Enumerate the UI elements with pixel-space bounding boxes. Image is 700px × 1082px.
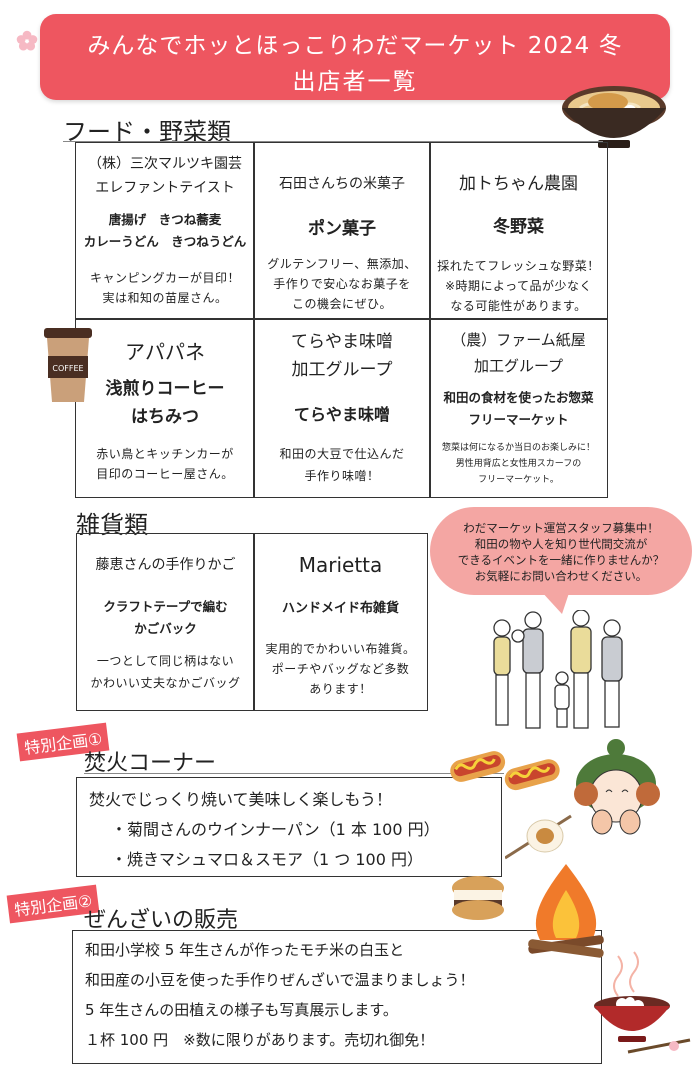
vendor-description: 手作り味噌！ <box>304 469 380 483</box>
svg-text:COFFEE: COFFEE <box>52 364 83 373</box>
vendor-product: 唐揚げ きつね蕎麦 <box>108 212 222 227</box>
vendor-product: はちみつ <box>131 407 199 427</box>
vendor-description: フリーマーケット。 <box>478 475 559 485</box>
special-heading: 焚火コーナー <box>84 751 217 776</box>
page-subtitle: 出店者一覧 <box>292 69 418 95</box>
special-box: 和田小学校 5 年生さんが作ったモチ米の白玉と 和田産の小豆を使った手作りぜんざ… <box>72 930 602 1064</box>
vendor-name: エレファントテイスト <box>95 180 235 196</box>
special-text: ・菊間さんのウインナーパン（1 本 100 円） <box>111 820 440 839</box>
vendor-description: 目印のコーヒー屋さん。 <box>96 467 234 481</box>
vendor-name: （農）ファーム紙屋 <box>451 331 586 349</box>
smore-icon <box>452 876 504 920</box>
bubble-text: わだマーケット運営スタッフ募集中！ <box>463 521 659 535</box>
vendor-card: 加トちゃん農園 冬野菜 採れたてフレッシュな野菜！ ※時期によって品が少なく な… <box>429 142 608 320</box>
vendor-card: 石田さんちの米菓子 ポン菓子 グルテンフリー、無添加、 手作りで安心なお菓子を … <box>253 142 431 320</box>
family-group-icon <box>493 610 623 729</box>
special-text: 焚火でじっくり焼いて美味しく楽しもう！ <box>89 790 393 809</box>
vendor-description: 一つとして同じ柄はない <box>96 654 235 668</box>
vendor-description: グルテンフリー、無添加、 <box>267 257 417 271</box>
vendor-description: 採れたてフレッシュな野菜！ <box>437 259 600 273</box>
vendor-card: アパパネ 浅煎りコーヒー はちみつ 赤い鳥とキッチンカーが 目印のコーヒー屋さん… <box>75 318 255 498</box>
bubble-text: お気軽にお問い合わせください。 <box>474 569 648 583</box>
vendor-card: （農）ファーム紙屋 加工グループ 和田の食材を使ったお惣菜 フリーマーケット 惣… <box>429 318 608 498</box>
page-title: みんなでホッとほっこりわだマーケット 2024 冬 <box>87 33 623 59</box>
zenzai-bowl-icon <box>594 951 691 1054</box>
title-banner: みんなでホッとほっこりわだマーケット 2024 冬 出店者一覧 <box>40 14 670 100</box>
vendor-description: あります！ <box>309 682 372 696</box>
special-text: 5 年生さんの田植えの様子も写真展示します。 <box>85 1001 398 1019</box>
bubble-text: できるイベントを一緒に作りませんか？ <box>457 553 665 567</box>
vendor-name: 加トちゃん農園 <box>459 174 578 194</box>
vendor-description: ポーチやバッグなど多数 <box>271 662 410 676</box>
bubble-text: 和田の物や人を知り世代間交流が <box>474 537 648 551</box>
vendor-card: 藤恵さんの手作りかご クラフトテープで編む かごバック 一つとして同じ柄はない … <box>76 533 255 711</box>
vendor-description: キャンピングカーが目印！ <box>89 271 240 285</box>
vendor-product: てらやま味噌 <box>293 405 390 424</box>
udon-bowl-icon <box>562 86 666 148</box>
special-text: 和田小学校 5 年生さんが作ったモチ米の白玉と <box>85 941 405 959</box>
vendor-description: 実は和知の苗屋さん。 <box>102 291 228 305</box>
vendor-description: 惣菜は何になるか当日のお楽しみに！ <box>441 443 595 453</box>
vendor-product: フリーマーケット <box>468 412 569 427</box>
vendor-description: なる可能性があります。 <box>450 299 587 313</box>
vendor-product: 和田の食材を使ったお惣菜 <box>443 390 594 405</box>
vendor-description: 男性用背広と女性用スカーフの <box>455 459 582 469</box>
vendor-name: 石田さんちの米菓子 <box>279 176 405 192</box>
special-text: ・焼きマシュマロ＆スモア（1 つ 100 円） <box>111 850 423 869</box>
vendor-description: 手作りで安心なお菓子を <box>273 277 411 291</box>
coffee-cup-icon: COFFEE <box>44 328 92 402</box>
vendor-name: 加工グループ <box>473 357 564 375</box>
cherry-blossom-icon <box>16 30 38 51</box>
vendor-product: 冬野菜 <box>493 217 544 237</box>
vendor-name: 加工グループ <box>291 360 393 380</box>
special-box: 焚火でじっくり焼いて美味しく楽しもう！ ・菊間さんのウインナーパン（1 本 10… <box>76 777 502 877</box>
vendor-card: てらやま味噌 加工グループ てらやま味噌 和田の大豆で仕込んだ 手作り味噌！ <box>253 318 431 498</box>
vendor-name: 藤恵さんの手作りかご <box>95 557 236 573</box>
marshmallow-icon <box>505 814 572 860</box>
vendor-description: 実用的でかわいい布雑貨。 <box>265 642 416 656</box>
vendor-product: ハンドメイド布雑貨 <box>281 601 399 616</box>
vendor-description: ※時期によって品が少なく <box>444 279 593 293</box>
vendor-name: アパパネ <box>125 340 205 364</box>
vendor-description: この機会にぜひ。 <box>291 297 392 311</box>
goods-section-heading: 雑貨類 <box>76 511 148 539</box>
special-heading: ぜんざいの販売 <box>84 908 239 933</box>
vendor-product: カレーうどん きつねうどん <box>83 234 247 249</box>
vendor-name: （株）三次マルツキ園芸 <box>88 156 242 172</box>
special-text: １杯 100 円 ※数に限りがあります。売切れ御免！ <box>85 1031 435 1049</box>
vendor-name: Marietta <box>298 553 383 577</box>
vendor-card: Marietta ハンドメイド布雑貨 実用的でかわいい布雑貨。 ポーチやバッグな… <box>253 533 428 711</box>
vendor-card: （株）三次マルツキ園芸 エレファントテイスト 唐揚げ きつね蕎麦 カレーうどん … <box>75 142 255 320</box>
staff-recruit-bubble: わだマーケット運営スタッフ募集中！ 和田の物や人を知り世代間交流が できるイベン… <box>430 507 692 595</box>
vendor-product: 浅煎りコーヒー <box>105 379 225 399</box>
divider <box>84 773 504 774</box>
vendor-description: 和田の大豆で仕込んだ <box>279 447 405 461</box>
child-knit-hat-icon <box>574 739 660 835</box>
vendor-description: かわいい丈夫なかごバッグ <box>90 676 241 690</box>
vendor-product: クラフトテープで編む <box>103 599 228 614</box>
vendor-name: てらやま味噌 <box>291 332 393 352</box>
divider <box>63 141 603 142</box>
hot-dog-icon <box>450 751 560 791</box>
vendor-product: かごバック <box>134 621 197 636</box>
campfire-icon <box>528 864 604 958</box>
bubble-tail <box>540 590 570 614</box>
vendor-description: 赤い鳥とキッチンカーが <box>96 447 234 461</box>
special-text: 和田産の小豆を使った手作りぜんざいで温まりましょう！ <box>85 971 475 989</box>
vendor-product: ポン菓子 <box>308 219 376 239</box>
